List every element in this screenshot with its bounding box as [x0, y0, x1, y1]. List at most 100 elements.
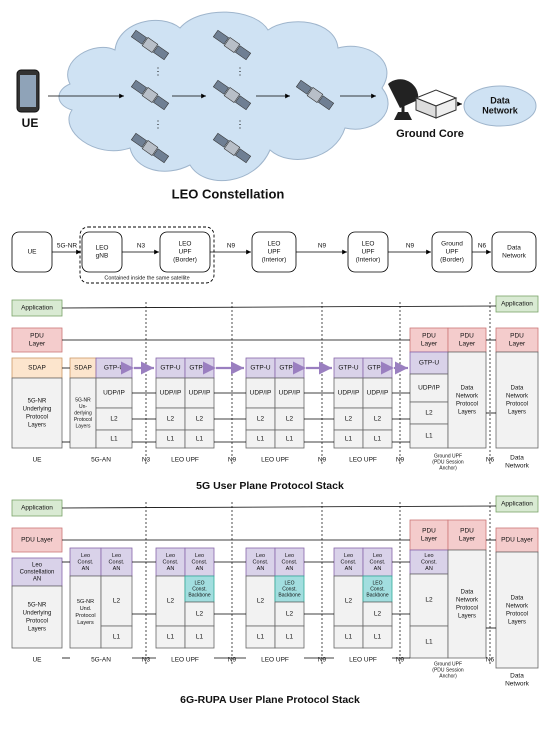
dn-lower-box [447, 351, 487, 449]
leo-an-label: Leo [166, 553, 175, 559]
ellipsis: ⋮ [153, 67, 163, 78]
leo-an-label: AN [196, 566, 204, 572]
an-lower-label: derlying [74, 410, 92, 416]
satellite-body [223, 37, 241, 53]
an-lower-label: Protocol [75, 613, 95, 619]
an-lower-label: Layers [75, 423, 91, 429]
leo-an-box [155, 547, 186, 577]
interface-label: N3 [137, 243, 146, 250]
ue-lower-label: Protocol [26, 415, 48, 421]
column-label: N9 [318, 657, 327, 664]
chain-node-label: Network [502, 253, 527, 260]
column-label: 5G-AN [91, 657, 111, 664]
ground-caption: (PDU Session [432, 459, 464, 465]
l1-box [184, 429, 215, 449]
satellite-body [141, 87, 159, 103]
pdu-label: PDU [460, 528, 474, 535]
solar-panel [235, 45, 252, 61]
l2-box [100, 575, 133, 627]
solar-panel [153, 148, 170, 164]
column-label: N9 [228, 657, 237, 664]
node-chain: Contained inside the same satellite UE LEO… [11, 226, 537, 284]
stack-title: 6G-RUPA User Plane Protocol Stack [180, 694, 360, 706]
l1-box [100, 625, 133, 649]
application-label: Application [21, 305, 53, 312]
satellite-body [223, 87, 241, 103]
solar-panel [130, 29, 147, 45]
column-label: N6 [486, 457, 495, 464]
leo-an-label: Leo [195, 553, 204, 559]
pdu-box [495, 327, 539, 353]
solar-panel [235, 95, 252, 111]
solar-panel [235, 148, 252, 164]
ellipsis: ⋮ [235, 67, 245, 78]
pdu-label: Layer [29, 341, 46, 348]
gtp-label: GTP-U [419, 360, 440, 367]
l2-label: L2 [425, 597, 433, 604]
an-lower-label: Protocol [74, 417, 92, 423]
dn-lower-label: Layers [508, 410, 526, 416]
l1-label: L1 [257, 436, 265, 443]
l2-label: L2 [345, 416, 353, 423]
backbone-label: Backbone [278, 592, 300, 598]
l1-label: L1 [286, 436, 294, 443]
ground-core-label: Ground Core [396, 128, 464, 140]
interface-label: 5G-NR [57, 243, 78, 250]
sdap-label: SDAP [28, 365, 46, 372]
dn-lower-box [447, 549, 487, 659]
dn-lower-label: Protocol [456, 606, 478, 612]
l1-box [362, 429, 393, 449]
ue-lower-label: Protocol [26, 619, 48, 625]
an-lower-box [69, 575, 102, 649]
udp-label: UDP/IP [160, 390, 182, 397]
leo-an-label: Leo [424, 553, 433, 559]
l2-label: L2 [425, 410, 433, 417]
gtp-label: GTP-U [279, 365, 300, 372]
satellite-body [141, 37, 159, 53]
l1-box [409, 625, 449, 659]
pdu-box [447, 519, 487, 551]
satellite-icon [295, 79, 335, 111]
leo-an-label: Const. [192, 559, 208, 565]
dn-lower-box [495, 351, 539, 449]
column-label: LEO UPF [349, 457, 377, 464]
ue-lower-label: Layers [28, 423, 46, 429]
gtp-label: GTP-U [338, 365, 359, 372]
chain-node-label: Data [507, 245, 521, 252]
backbone-label: Backbone [366, 592, 388, 598]
ue-lower-label: Underlying [23, 611, 52, 617]
l2-label: L2 [167, 598, 175, 605]
dn-lower-label: Data [461, 386, 474, 392]
leo-an-label: Leo [32, 563, 43, 569]
chain-node-label: UE [27, 249, 37, 256]
l2-label: L2 [196, 611, 204, 618]
dn-lower-label: Network [506, 604, 529, 610]
udp-label: UDP/IP [250, 390, 272, 397]
application-label: Application [501, 301, 533, 308]
column-label: LEO UPF [261, 657, 289, 664]
leo-an-box [274, 547, 305, 577]
l2-label: L2 [196, 416, 204, 423]
pdu-label: PDU [460, 333, 474, 340]
ellipsis: ⋮ [235, 120, 245, 131]
chain-node-label: LEO [95, 245, 108, 252]
column-label: N9 [396, 657, 405, 664]
leo-an-label: Constellation [20, 570, 55, 576]
dn-lower-label: Protocol [506, 612, 528, 618]
pdu-box [11, 327, 63, 353]
stack-5g: ApplicationPDULayerSDAP5G-NRUnderlyingPr… [11, 295, 539, 492]
satellite-icon [130, 29, 170, 61]
dn-lower-label: Layers [508, 620, 526, 626]
an-lower-label: Un- [79, 404, 87, 410]
backbone-label: Const. [192, 586, 206, 592]
dn-lower-label: Protocol [456, 402, 478, 408]
pdu-label: PDU Layer [501, 537, 534, 544]
l2-box [155, 575, 186, 627]
leo-an-label: Const. [341, 559, 357, 565]
leo-an-label: Const. [370, 559, 386, 565]
gtp-label: GTP-U [250, 365, 271, 372]
backbone-label: LEO [284, 580, 294, 586]
dn-lower-label: Layers [458, 614, 476, 620]
l1-label: L1 [257, 634, 265, 641]
boundary-note: Contained inside the same satellite [104, 275, 189, 281]
